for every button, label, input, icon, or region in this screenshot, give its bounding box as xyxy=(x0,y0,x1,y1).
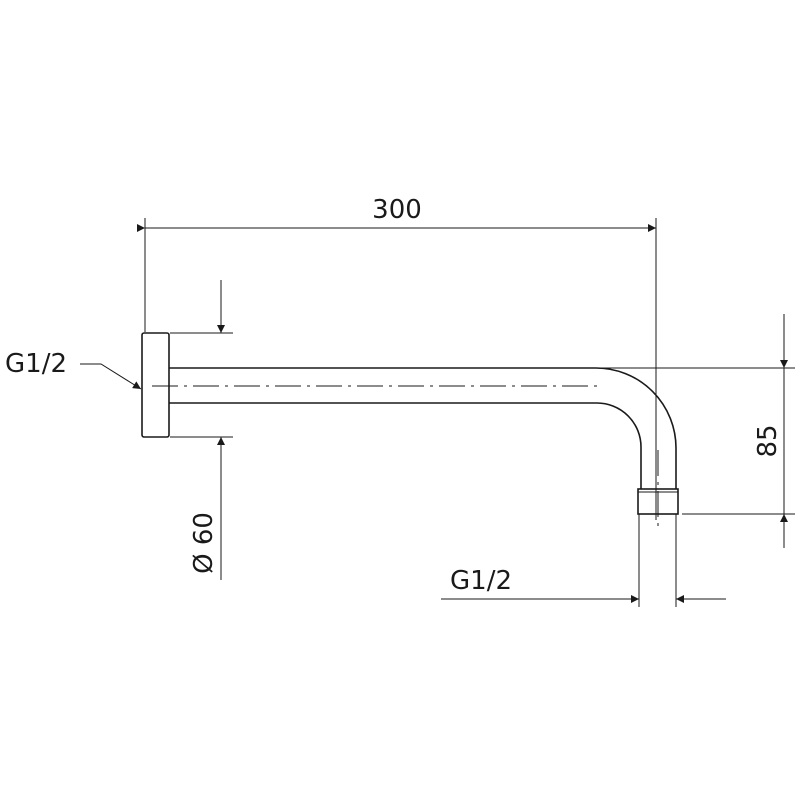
dimension-length-label: 300 xyxy=(372,195,422,225)
thread-inlet-label: G1/2 xyxy=(5,349,67,379)
thread-inlet-callout: G1/2 xyxy=(5,349,142,390)
dimension-diameter-label: Ø 60 xyxy=(189,512,219,574)
dimension-height: 85 xyxy=(596,314,795,548)
dimension-height-label: 85 xyxy=(753,424,783,457)
center-lines xyxy=(152,385,659,530)
dimension-diameter: Ø 60 xyxy=(170,280,233,580)
wall-flange xyxy=(141,332,170,438)
dimension-length: 300 xyxy=(137,195,657,520)
thread-outlet-callout: G1/2 xyxy=(441,514,726,607)
shower-arm xyxy=(169,367,679,515)
thread-outlet-label: G1/2 xyxy=(450,566,512,596)
